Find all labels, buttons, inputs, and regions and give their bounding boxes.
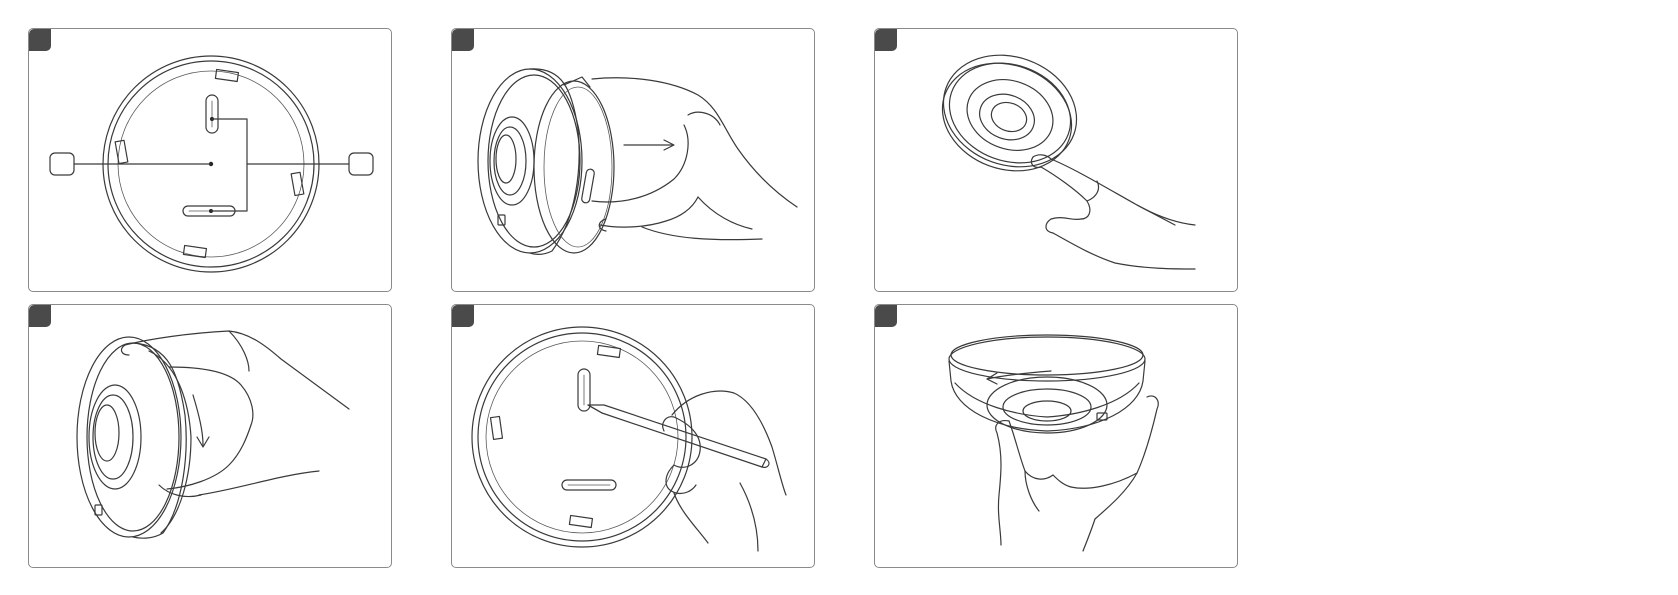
step-panel-2 <box>451 28 815 292</box>
test-button-illustration <box>875 29 1238 292</box>
step-panel-4 <box>28 304 392 568</box>
step-panel-6 <box>874 304 1238 568</box>
step-panel-3 <box>874 28 1238 292</box>
step-panel-5 <box>451 304 815 568</box>
attach-illustration <box>875 305 1238 568</box>
rotate-illustration <box>29 305 392 568</box>
mounting-plate-illustration <box>29 29 392 292</box>
step-panel-1 <box>28 28 392 292</box>
detach-illustration <box>452 29 815 292</box>
mark-holes-illustration <box>452 305 815 568</box>
